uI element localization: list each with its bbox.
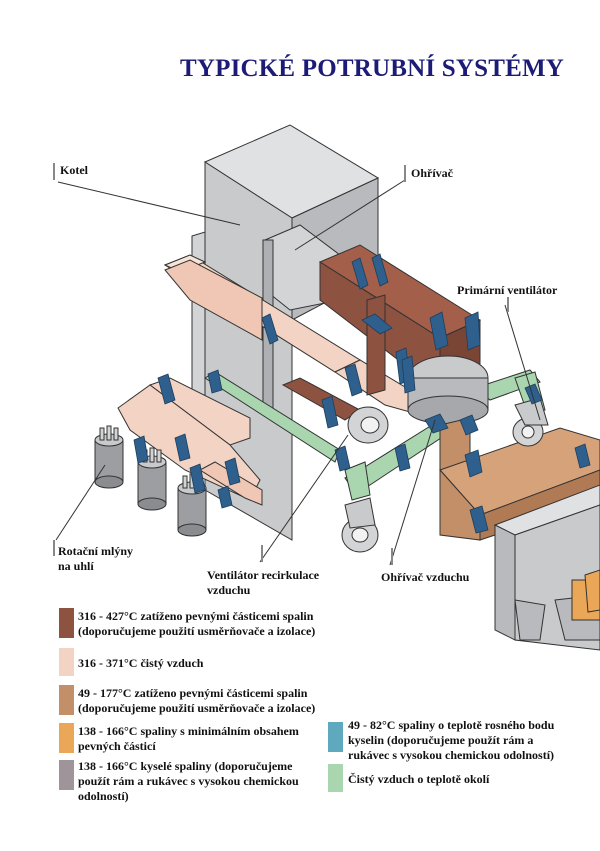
label-primarni-ventilator: Primární ventilátor: [457, 283, 557, 298]
label-ventilator-recirkulace: Ventilátor recirkulace vzduchu: [207, 568, 319, 598]
expansion-joints: [133, 253, 591, 534]
leader-ohrivac-vzduchu: [389, 419, 436, 566]
legend-text-5: 49 - 82°C spaliny o teplotě rosného bodu…: [348, 718, 555, 762]
leader-recirkulace: [259, 434, 349, 563]
precipitator-end: [584, 569, 600, 613]
duct-green-foot: [344, 461, 371, 501]
label-rotacni-mlyny-line2: na uhlí: [58, 559, 94, 573]
duct-brown-riser: [366, 294, 386, 396]
precipitator: [493, 484, 600, 651]
preheater-bottom: [407, 395, 489, 425]
legend-swatch-3: [59, 723, 74, 753]
label-ohrivac-vzduchu-text: Ohřívač vzduchu: [381, 570, 470, 584]
coal-mill-1: [94, 425, 124, 489]
leader-ohrivac: [294, 179, 406, 251]
label-ventilator-recirkulace-line2: vzduchu: [207, 583, 251, 597]
label-ohrivac: Ohřívač: [411, 166, 453, 181]
legend-text-1: 316 - 371°C čistý vzduch: [78, 656, 204, 670]
fans: [341, 397, 549, 553]
legend-text-2: 49 - 177°C zatíženo pevnými částicemi sp…: [78, 686, 316, 715]
label-primarni-ventilator-text: Primární ventilátor: [457, 283, 558, 297]
label-kotel: Kotel: [60, 163, 88, 178]
legend-text-6: Čistý vzduch o teplotě okolí: [348, 772, 490, 786]
legend-text-3: 138 - 166°C spaliny s minimálním obsahem…: [78, 724, 299, 753]
precipitator-front: [494, 524, 516, 641]
legend-swatch-0: [59, 608, 74, 638]
legend-swatch-5: [328, 722, 343, 752]
label-rotacni-mlyny-line1: Rotační mlýny: [58, 544, 133, 558]
recirc-fan-upper: [347, 406, 389, 444]
label-ohrivac-vzduchu: Ohřívač vzduchu: [381, 570, 469, 585]
precipitator-hopper-1: [514, 599, 546, 641]
leader-primarni: [504, 304, 541, 421]
legend-swatch-2: [59, 685, 74, 715]
legend-swatch-4: [59, 760, 74, 790]
coal-mill-2: [137, 447, 167, 511]
label-ventilator-recirkulace-line1: Ventilátor recirkulace: [207, 568, 320, 582]
legend-swatch-1: [59, 648, 74, 676]
label-ohrivac-text: Ohřívač: [411, 166, 453, 180]
legend-swatch-6: [328, 764, 343, 792]
leader-mlyny: [55, 464, 106, 541]
label-kotel-text: Kotel: [60, 163, 88, 177]
label-rotacni-mlyny: Rotační mlýny na uhlí: [58, 544, 133, 574]
recirc-fan-lower: [341, 497, 379, 553]
legend-text-4: 138 - 166°C kyselé spaliny (doporučujeme…: [78, 759, 299, 803]
legend-text-0: 316 - 427°C zatíženo pevnými částicemi s…: [78, 609, 316, 638]
callout-lines: [55, 179, 541, 566]
page-title: TYPICKÉ POTRUBNÍ SYSTÉMY: [180, 55, 565, 82]
leader-kotel: [57, 181, 241, 226]
duct-brown-recirc: [281, 377, 361, 421]
callout-ticks: [53, 163, 509, 565]
